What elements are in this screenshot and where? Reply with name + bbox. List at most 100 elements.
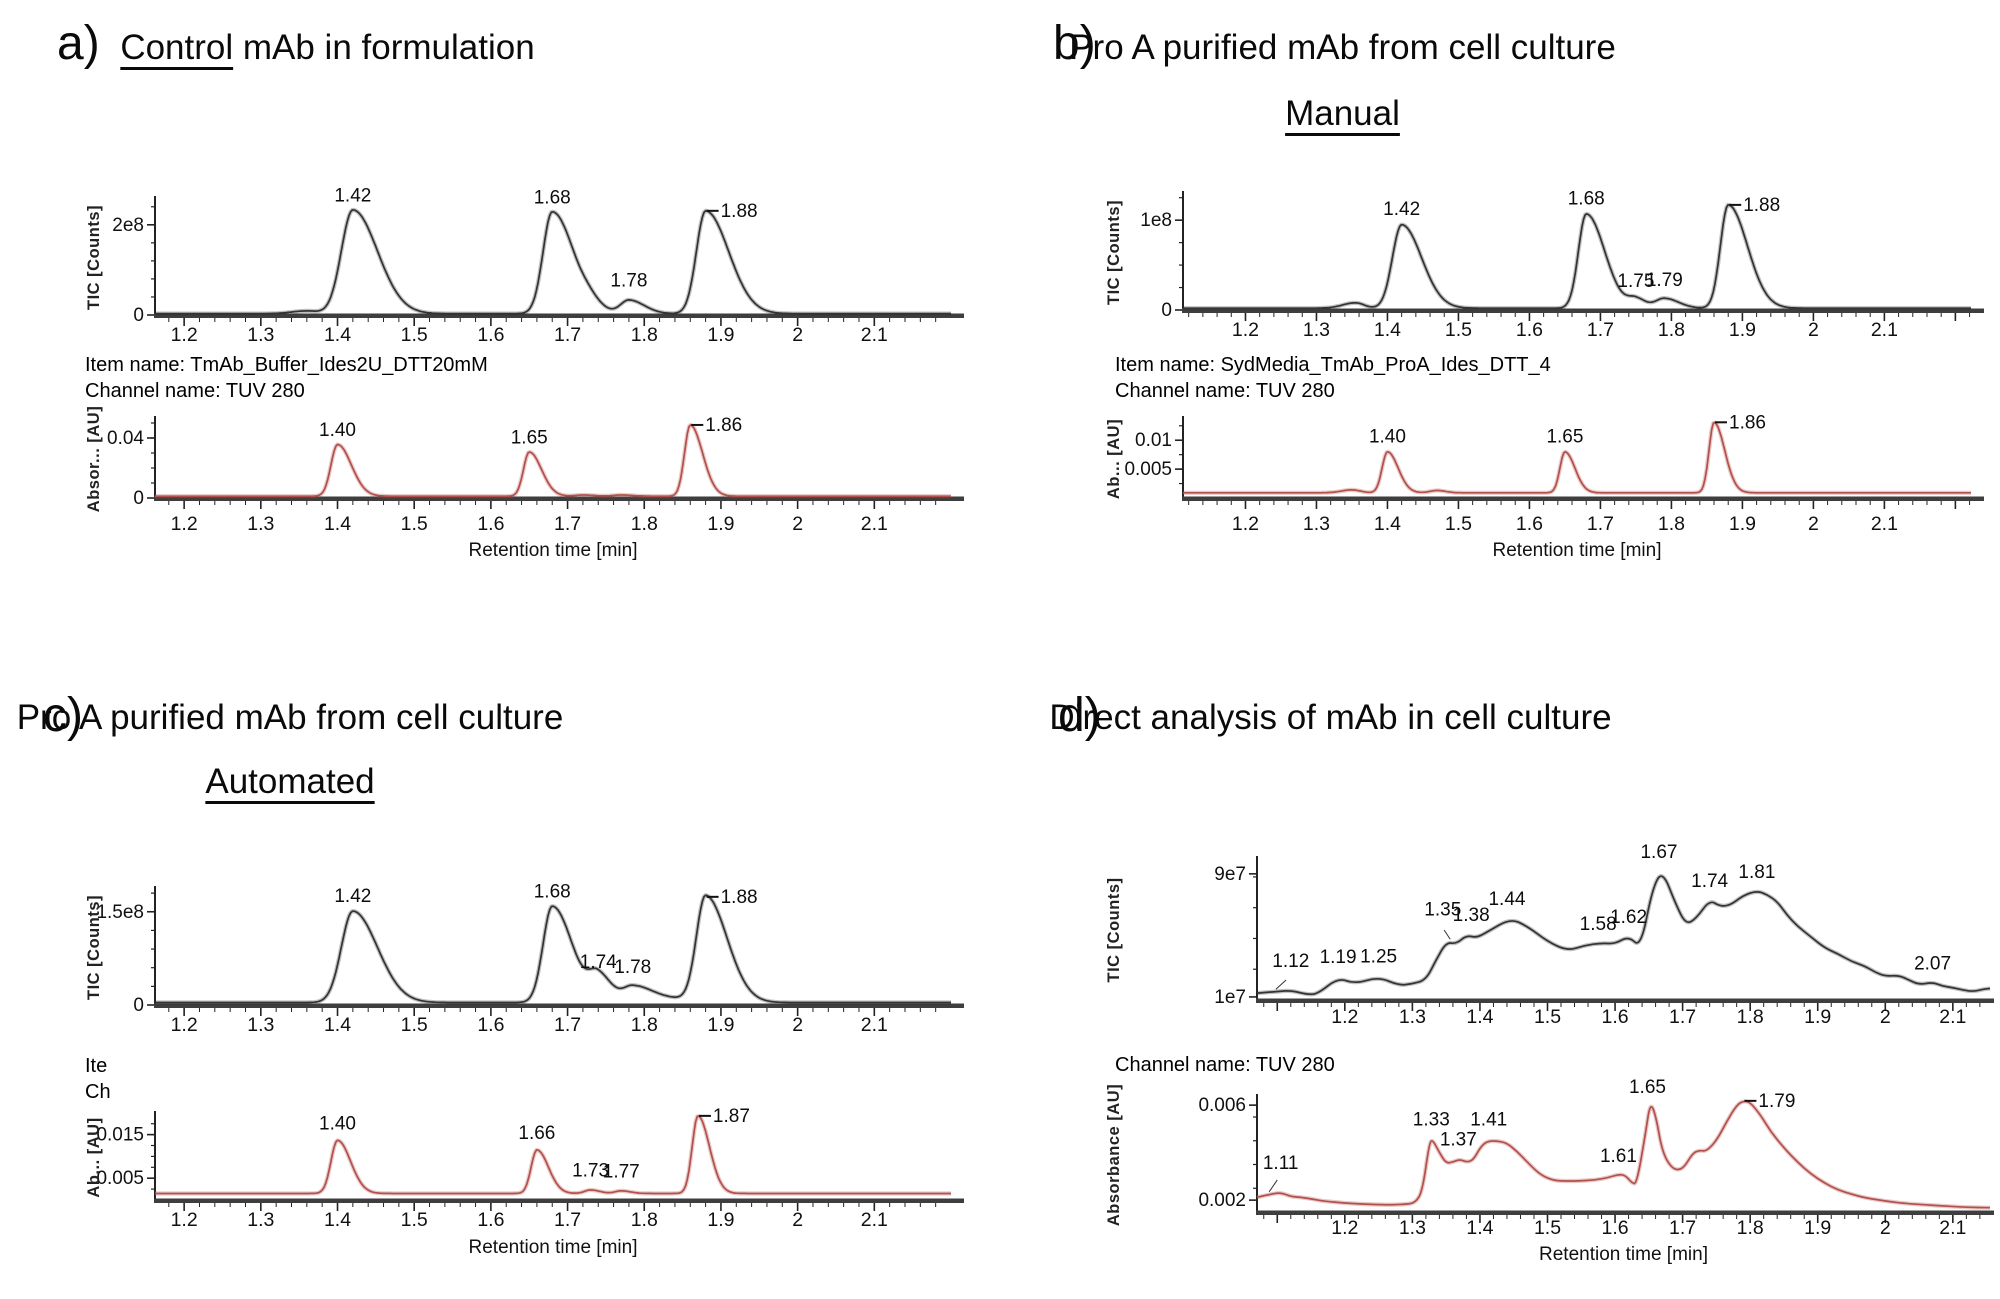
x-tick-label: 1.4 — [1466, 1006, 1493, 1028]
panel-title-a: Control mAb in formulation — [45, 28, 610, 68]
x-axis-title: Retention time [min] — [469, 1237, 638, 1258]
x-tick-label: 1.9 — [1729, 319, 1756, 341]
x-tick-label: 1.6 — [1602, 1006, 1629, 1028]
peak-label: 1.66 — [518, 1123, 555, 1144]
item-name-a: Item name: TmAb_Buffer_Ides2U_DTT20mM — [85, 354, 488, 376]
peak-label: 1.75 — [1617, 271, 1654, 292]
panel-c: c) Pro A purified mAb from cell culture … — [0, 660, 1000, 1299]
tic-trace — [155, 209, 951, 315]
x-tick-label: 1.6 — [477, 1014, 504, 1036]
y-tick-label: 0.005 — [1124, 459, 1172, 480]
panel-title-b-line2: Manual — [1060, 94, 1625, 134]
x-tick-label: 2 — [792, 513, 803, 535]
panel-letter-d: d) — [1058, 689, 1101, 742]
trace-glow — [154, 893, 952, 1005]
x-tick-label: 1.6 — [477, 324, 504, 346]
x-axis — [1256, 1210, 1994, 1215]
y-axis-title: Ab... [AU] — [1105, 419, 1123, 499]
peak-label: 1.74 — [580, 952, 617, 973]
y-tick-label: 0 — [133, 995, 144, 1016]
y-axis-title: Absor... [AU] — [85, 406, 103, 512]
x-tick-label: 1.3 — [247, 1014, 274, 1036]
y-axis-title: TIC [Counts] — [1105, 878, 1123, 983]
panel-title-b-line2-text: Manual — [1285, 94, 1400, 133]
item-name-c: Ite — [85, 1055, 108, 1077]
panel-title-b-rest: Pro A purified mAb from cell culture — [1069, 28, 1616, 67]
peak-label: 1.67 — [1640, 842, 1677, 863]
peak-label: 1.73 — [572, 1161, 609, 1182]
y-tick-label: 1e8 — [1140, 210, 1172, 231]
peak-label: 1.12 — [1272, 951, 1309, 972]
panel-title-a-underlined: Control — [120, 28, 234, 67]
peak-label: 1.37 — [1440, 1129, 1477, 1150]
tic-trace — [1183, 204, 1971, 310]
channel-name-c: Ch — [85, 1081, 111, 1103]
x-tick-label: 1.9 — [707, 1014, 734, 1036]
x-tick-label: 1.7 — [554, 324, 581, 346]
tic-trace — [1256, 875, 1991, 996]
x-tick-label: 1.2 — [1232, 513, 1259, 535]
peak-label: 1.40 — [319, 420, 356, 441]
x-tick-label: 1.5 — [401, 513, 428, 535]
x-tick-label: 2.1 — [1871, 319, 1898, 341]
x-axis — [1256, 998, 1994, 1003]
peak-label: 1.78 — [614, 957, 651, 978]
peak-label: 1.42 — [334, 886, 371, 907]
x-tick-label: 2 — [1808, 513, 1819, 535]
y-tick-label: 0.005 — [96, 1168, 144, 1189]
x-tick-label: 1.6 — [477, 513, 504, 535]
x-tick-label: 1.9 — [707, 1209, 734, 1231]
x-tick-label: 1.5 — [1445, 319, 1472, 341]
x-axis-title: Retention time [min] — [1493, 540, 1662, 561]
x-tick-label: 1.8 — [1658, 513, 1685, 535]
x-tick-label: 1.5 — [1534, 1006, 1561, 1028]
peak-label: 1.65 — [511, 428, 548, 449]
x-axis-title: Retention time [min] — [469, 540, 638, 561]
x-tick-label: 1.7 — [554, 513, 581, 535]
y-tick-label: 0.04 — [107, 428, 144, 449]
y-tick-label: 0 — [133, 488, 144, 509]
trace-glow — [1256, 874, 1991, 997]
x-tick-label: 1.8 — [1737, 1006, 1764, 1028]
y-tick-label: 1.5e8 — [96, 902, 144, 923]
peak-label: 1.65 — [1546, 426, 1583, 447]
panel-d: d) Direct analysis of mAb in cell cultur… — [1000, 660, 2000, 1299]
channel-name-d: Channel name: TUV 280 — [1115, 1054, 1335, 1076]
x-tick-label: 1.3 — [1399, 1006, 1426, 1028]
panel-letter-a: a) — [57, 17, 100, 70]
y-tick-label: 0.01 — [1135, 430, 1172, 451]
x-axis — [154, 496, 964, 501]
x-tick-label: 1.4 — [1374, 513, 1401, 535]
x-tick-label: 2.1 — [861, 1014, 888, 1036]
x-tick-label: 1.2 — [1232, 319, 1259, 341]
x-axis — [1182, 496, 1984, 501]
x-axis — [154, 1003, 964, 1008]
panel-title-b: Pro A purified mAb from cell culture — [1060, 28, 1625, 68]
x-tick-label: 2.1 — [1939, 1006, 1966, 1028]
y-tick-label: 0.006 — [1198, 1095, 1246, 1116]
peak-label: 1.86 — [705, 415, 742, 436]
panel-title-d-rest: Direct analysis of mAb in cell culture — [1049, 698, 1612, 737]
panel-title-d: Direct analysis of mAb in cell culture — [1048, 698, 1613, 738]
peak-label: 1.38 — [1453, 905, 1490, 926]
peak-label: 1.65 — [1629, 1077, 1666, 1098]
x-tick-label: 1.3 — [1303, 319, 1330, 341]
x-tick-label: 1.2 — [171, 324, 198, 346]
peak-label: 1.68 — [534, 882, 571, 903]
x-tick-label: 1.2 — [1331, 1006, 1358, 1028]
peak-label: 1.88 — [721, 887, 758, 908]
x-tick-label: 1.8 — [631, 1014, 658, 1036]
uv-trace — [1183, 421, 1971, 494]
x-tick-label: 2 — [1880, 1217, 1891, 1239]
x-tick-label: 2 — [1808, 319, 1819, 341]
x-tick-label: 1.8 — [631, 324, 658, 346]
peak-label: 1.81 — [1738, 862, 1775, 883]
x-tick-label: 1.2 — [171, 1209, 198, 1231]
panel-title-c-rest: Pro A purified mAb from cell culture — [16, 698, 564, 737]
x-tick-label: 1.8 — [1737, 1217, 1764, 1239]
x-tick-label: 2 — [792, 1014, 803, 1036]
x-tick-label: 1.9 — [1729, 513, 1756, 535]
channel-name-b: Channel name: TUV 280 — [1115, 380, 1335, 402]
x-tick-label: 1.9 — [1804, 1217, 1831, 1239]
